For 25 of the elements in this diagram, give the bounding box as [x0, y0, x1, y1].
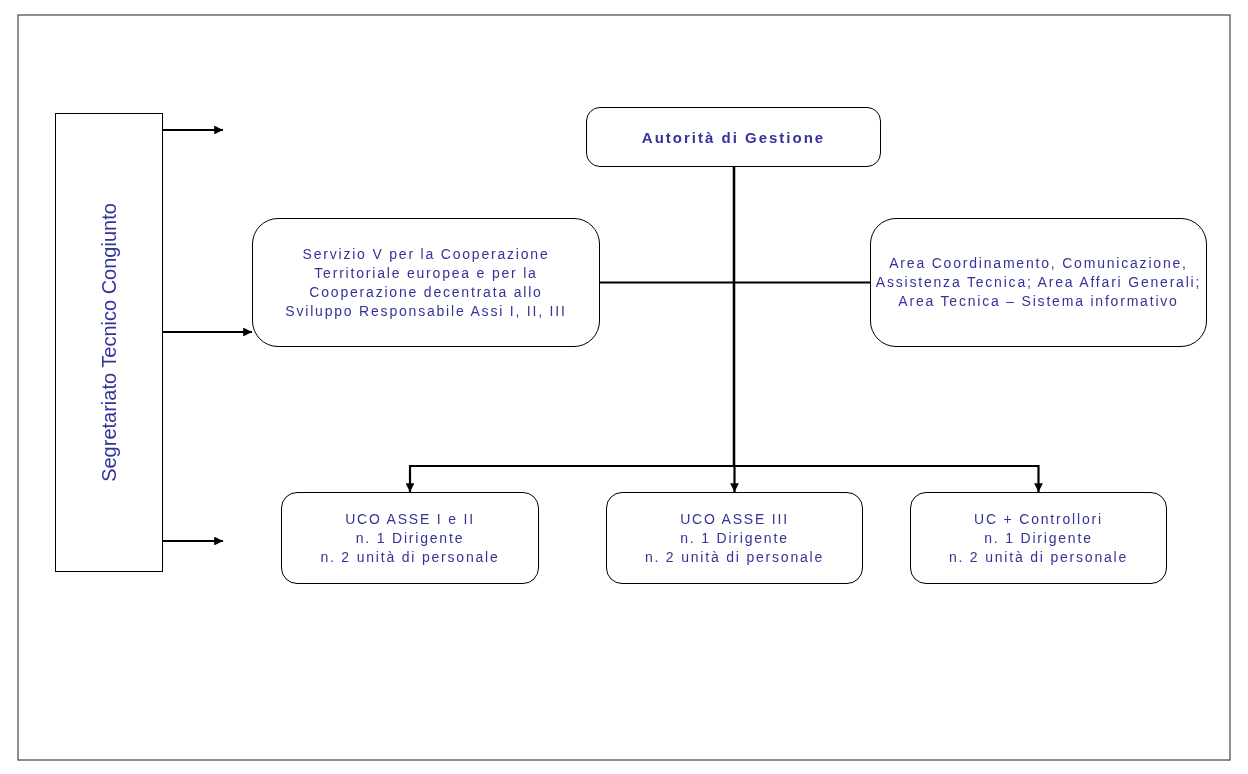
- box-text: UCO ASSE III: [680, 509, 789, 529]
- rounded-box: [281, 492, 539, 584]
- rounded-box: [252, 218, 600, 347]
- arrow: [163, 536, 223, 546]
- box-text: UC + Controllori: [974, 509, 1103, 529]
- arrow: [732, 167, 1043, 492]
- vertical-box: [55, 113, 163, 572]
- rounded-box: [586, 107, 881, 167]
- rounded-box: [910, 492, 1167, 584]
- box-text: n. 2 unità di personale: [320, 547, 500, 567]
- box-text: n. 1 Dirigente: [984, 528, 1093, 548]
- box-text: n. 2 unità di personale: [948, 547, 1129, 567]
- box-text: n. 1 Dirigente: [355, 528, 465, 548]
- rounded-box: [606, 492, 863, 584]
- box-text: Area Coordinamento, Comunicazione, Assistenza Tecnica; Area Affari Generali; Area Tecnica – Sistema informativo: [875, 254, 1202, 311]
- box-text: Servizio V per la Cooperazione Territoriale europea e per la Cooperazione decentrata allo Sviluppo Responsabile Assi I, II, III: [284, 244, 568, 321]
- box-text: UCO ASSE I e II: [345, 509, 475, 529]
- arrow: [163, 327, 252, 337]
- box-text: n. 2 unità di personale: [644, 547, 825, 567]
- rounded-box: [870, 218, 1207, 347]
- box-text: n. 1 Dirigente: [680, 528, 789, 548]
- box-text: Segretariato Tecnico Congiunto: [99, 203, 119, 482]
- box-text: Autorità di Gestione: [641, 127, 826, 147]
- connector-line: [600, 281, 870, 284]
- arrow: [163, 125, 223, 135]
